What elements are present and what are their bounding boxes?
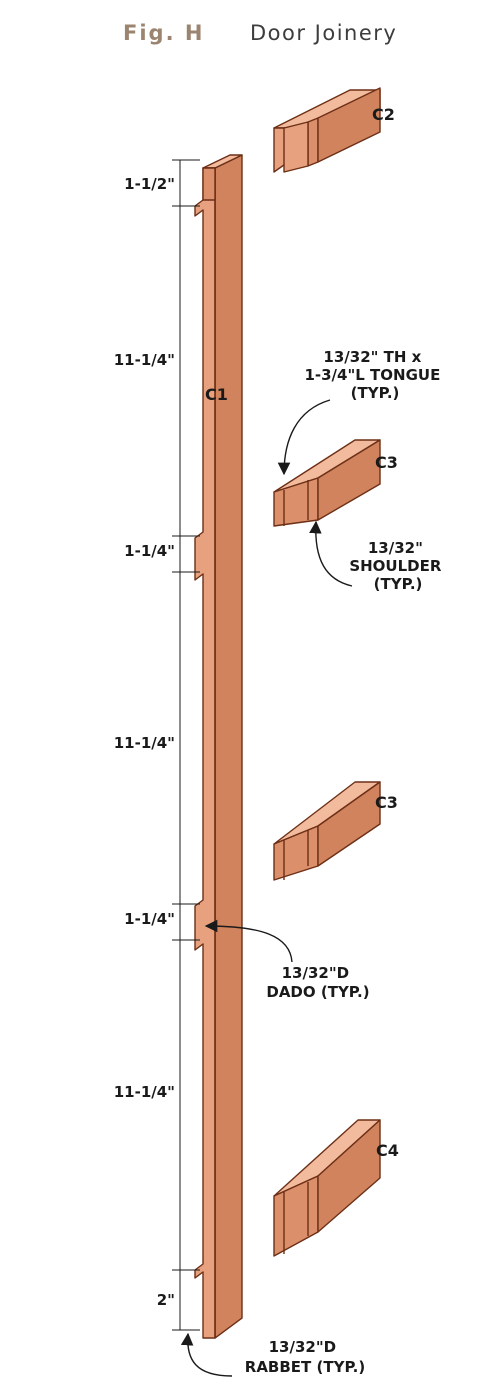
part-label-c3-lower: C3 — [375, 793, 398, 812]
part-label-c3-upper: C3 — [375, 453, 398, 472]
part-label-c2: C2 — [372, 105, 395, 124]
callout-tongue: 13/32" TH x 1-3/4"L TONGUE (TYP.) — [304, 348, 445, 402]
dim-span-3: 11-1/4" — [114, 1083, 175, 1101]
stile-front-face — [194, 167, 216, 1339]
dimension-chain — [172, 159, 200, 1331]
dim-span-1: 11-1/4" — [114, 351, 175, 369]
dado-leader-arrow — [204, 919, 293, 963]
dim-dado-1: 1-1/4" — [124, 542, 175, 560]
rabbet-leader-arrow — [180, 1332, 233, 1377]
dim-bottom-rabbet: 2" — [157, 1291, 175, 1309]
dim-span-2: 11-1/4" — [114, 734, 175, 752]
callout-shoulder: 13/32" SHOULDER (TYP.) — [349, 539, 446, 593]
callout-rabbet: 13/32"D RABBET (TYP.) — [245, 1338, 365, 1376]
dim-top-rabbet: 1-1/2" — [124, 175, 175, 193]
stile-c1 — [194, 154, 243, 1339]
figure-label: Fig. H — [123, 21, 204, 45]
part-label-c4: C4 — [376, 1141, 399, 1160]
rail-c3-upper — [273, 439, 381, 527]
shoulder-leader-arrow — [309, 520, 353, 587]
figure-title: Door Joinery — [250, 21, 397, 45]
tongue-leader-arrow — [277, 399, 331, 476]
rail-c4 — [273, 1119, 381, 1257]
dim-dado-2: 1-1/4" — [124, 910, 175, 928]
callout-dado: 13/32"D DADO (TYP.) — [266, 964, 369, 1001]
part-label-c1: C1 — [205, 385, 228, 404]
rail-c2 — [273, 87, 381, 173]
rail-c3-lower — [273, 781, 381, 881]
